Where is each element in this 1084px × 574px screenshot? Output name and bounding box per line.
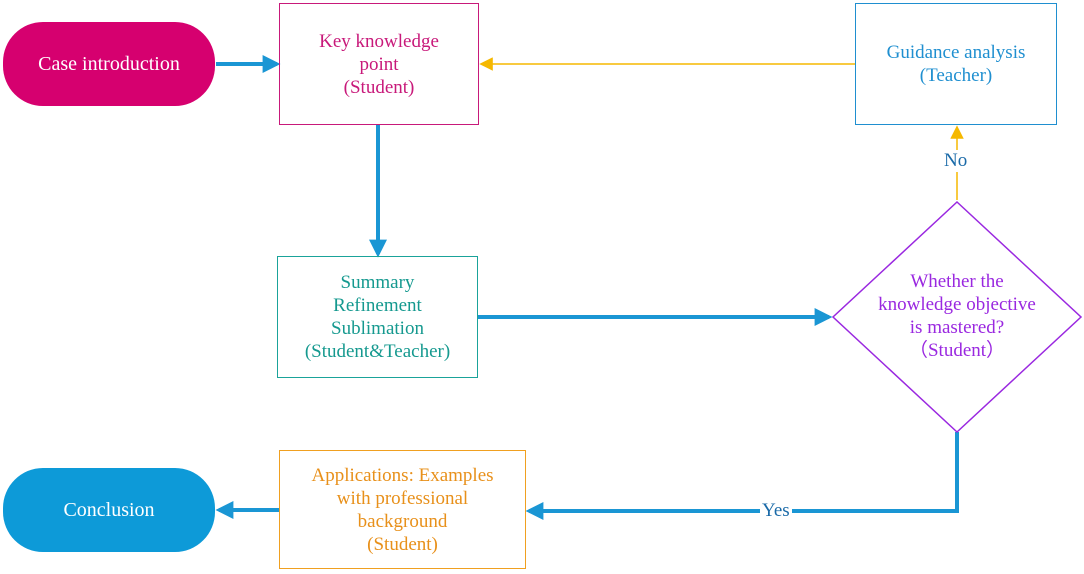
decision-line-2: knowledge objective: [878, 294, 1036, 315]
edge-label-yes: Yes: [760, 500, 792, 522]
applications-node: Applications: Examples with professional…: [279, 450, 526, 569]
decision-line-4: （Student）: [908, 340, 1006, 361]
case-introduction-label: Case introduction: [38, 52, 180, 75]
summary-line-2: Refinement: [333, 295, 422, 316]
applications-line-4: (Student): [367, 533, 438, 555]
conclusion-label: Conclusion: [63, 498, 155, 521]
decision-line-3: is mastered?: [909, 317, 1005, 338]
applications-line-2: with professional: [336, 487, 469, 509]
key-knowledge-line-2: point: [359, 53, 399, 75]
decision-line-1: Whether the: [910, 271, 1004, 292]
key-knowledge-line-1: Key knowledge: [319, 30, 439, 52]
edge-decision-to-applications: [525, 432, 959, 520]
summary-node: Summary Refinement Sublimation (Student&…: [277, 256, 478, 378]
key-knowledge-node: Key knowledge point (Student): [279, 3, 479, 125]
summary-line-4: (Student&Teacher): [304, 341, 451, 362]
case-introduction-node: Case introduction: [3, 22, 215, 106]
guidance-analysis-node: Guidance analysis (Teacher): [855, 3, 1057, 125]
decision-node-text: Whether the knowledge objective is maste…: [842, 260, 1072, 372]
edge-label-no: No: [942, 150, 970, 172]
summary-line-1: Summary: [340, 272, 415, 293]
guidance-line-2: (Teacher): [919, 65, 993, 86]
decision-diamond: [831, 200, 1083, 434]
summary-line-3: Sublimation: [331, 318, 424, 339]
applications-line-3: background: [357, 510, 448, 532]
key-knowledge-line-3: (Student): [343, 76, 415, 98]
applications-line-1: Applications: Examples: [311, 464, 494, 486]
conclusion-node: Conclusion: [3, 468, 215, 552]
guidance-line-1: Guidance analysis: [886, 42, 1026, 63]
